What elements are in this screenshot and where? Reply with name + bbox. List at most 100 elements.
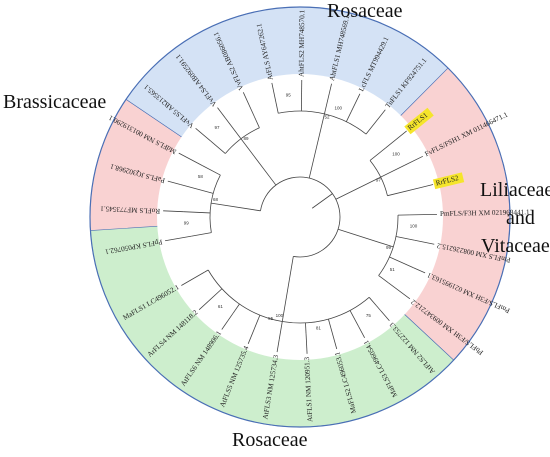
branch-segment — [178, 152, 203, 167]
family-label-liliaceae: Liliaceae — [480, 179, 550, 201]
branch-segment — [224, 117, 242, 140]
branch-segment — [350, 93, 361, 112]
leaf-highlight — [432, 172, 465, 190]
branch-segment — [420, 184, 434, 189]
leaf-label: AtFLS1 NM 120951.3 — [303, 356, 314, 422]
branch-segment — [404, 155, 423, 166]
branch-segment — [337, 228, 394, 248]
branch-arc — [209, 174, 221, 233]
branch-segment — [324, 83, 332, 111]
branch-segment — [369, 147, 386, 161]
branch-segment — [163, 210, 184, 213]
leaf-label: RoFLS MF773545.1 — [100, 204, 161, 215]
leaf-label: AhtFLS2 MH748570.1 — [297, 9, 306, 77]
branch-segment — [202, 165, 221, 176]
branch-segment — [275, 102, 279, 114]
bootstrap-value: 99 — [184, 220, 190, 225]
branch-segment — [195, 127, 212, 142]
bootstrap-value: 89 — [244, 136, 250, 141]
branch-segment — [204, 269, 209, 273]
branch-segment — [165, 235, 192, 242]
family-label-brassicaceae: Brassicaceae — [3, 91, 106, 113]
branch-segment — [365, 119, 378, 135]
branch-segment — [308, 113, 325, 179]
leaf-label: PmFLS/F3H XM 021968441.1 — [440, 208, 530, 218]
bootstrap-value: 100 — [410, 223, 418, 228]
bootstrap-value: 95 — [286, 93, 292, 98]
bootstrap-value: 75 — [366, 313, 372, 318]
branch-segment — [349, 310, 359, 327]
bootstrap-value: 68 — [213, 197, 219, 202]
family-label-rosaceae-top: Rosaceae — [327, 0, 403, 22]
branch-segment — [211, 202, 261, 212]
branch-segment — [242, 92, 255, 118]
leaf-item: PmFLS/F3H XM 021968441.1 — [440, 208, 530, 218]
bootstrap-value: 97 — [376, 178, 382, 183]
branch-segment — [409, 213, 437, 216]
tree-centre-background — [157, 74, 443, 360]
bootstrap-value: 100 — [276, 313, 284, 318]
branch-segment — [181, 271, 205, 286]
leaf-item: AtFLS1 NM 120951.3 — [303, 356, 314, 422]
branch-segment — [281, 256, 294, 322]
branch-segment — [335, 176, 381, 200]
branch-segment — [232, 303, 240, 314]
branch-segment — [378, 275, 389, 284]
branch-segment — [180, 184, 214, 194]
branch-segment — [324, 109, 326, 114]
bootstrap-value: 97 — [214, 125, 220, 130]
branch-segment — [389, 256, 414, 268]
branch-segment — [208, 288, 223, 302]
branch-segment — [395, 236, 415, 241]
branch-segment — [305, 333, 308, 354]
leaf-highlight — [404, 107, 434, 135]
branch-arc — [225, 127, 260, 154]
branch-segment — [368, 297, 377, 306]
branch-segment — [345, 111, 352, 122]
branch-segment — [358, 326, 365, 338]
branch-segment — [217, 107, 226, 119]
branch-segment — [380, 164, 406, 178]
bootstrap-value: 52 — [324, 115, 330, 120]
branch-segment — [210, 140, 226, 154]
leaf-item: AhtFLS2 MH748570.1 — [297, 9, 306, 77]
bootstrap-value: 99 — [386, 245, 392, 250]
bootstrap-value: 100 — [335, 106, 343, 111]
branch-segment — [413, 267, 426, 274]
branch-segment — [167, 180, 181, 185]
branch-segment — [254, 116, 260, 128]
branch-segment — [385, 130, 407, 149]
bootstrap-value: 61 — [218, 304, 224, 309]
leaf-item: RrFLS2 — [432, 172, 465, 190]
branch-arc — [207, 269, 370, 324]
branch-segment — [240, 138, 277, 186]
branch-segment — [278, 321, 283, 340]
branch-segment — [329, 322, 338, 350]
bootstrap-value: 51 — [390, 267, 396, 272]
leaf-item: RoFLS MF773545.1 — [100, 204, 161, 215]
branch-segment — [221, 312, 234, 330]
branch-segment — [376, 109, 386, 121]
branch-segment — [247, 318, 259, 344]
bootstrap-value: 58 — [198, 174, 204, 179]
branch-segment — [311, 193, 333, 209]
bootstrap-value: 81 — [316, 326, 322, 331]
branch-segment — [414, 239, 435, 245]
branch-segment — [198, 300, 209, 311]
branch-segment — [191, 232, 212, 237]
family-label-and: and — [506, 207, 535, 229]
branch-segment — [387, 282, 411, 300]
bootstrap-value: 55 — [268, 316, 274, 321]
branch-segment — [271, 82, 277, 103]
family-label-rosaceae-bottom: Rosaceae — [232, 429, 308, 451]
branch-segment — [276, 339, 280, 353]
branch-segment — [258, 314, 261, 319]
outer-ring — [89, 6, 511, 428]
branch-segment — [305, 322, 307, 334]
branch-segment — [376, 305, 390, 322]
branch-segment — [183, 211, 211, 214]
tree-branches — [163, 80, 437, 354]
branch-segment — [387, 187, 421, 197]
